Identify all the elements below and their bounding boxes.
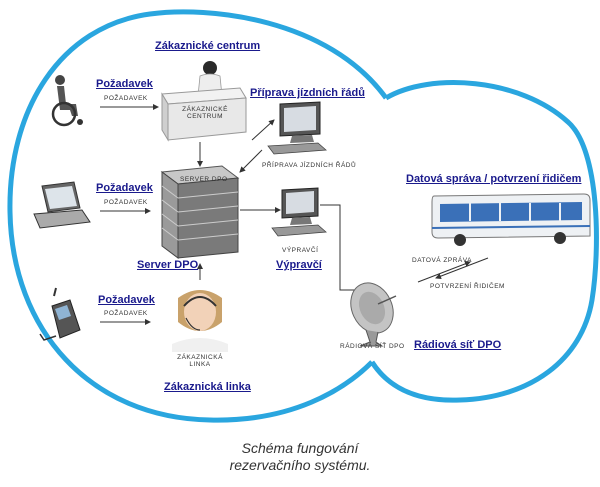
data-report-caption: DATOVÁ ZPRÁVA [412, 257, 472, 264]
server-to-timetable-arrow [251, 119, 275, 141]
timetable-prep-link[interactable]: Příprava jízdních řádů [250, 87, 365, 99]
right-bubble-outline [369, 80, 599, 403]
data-report-arrow [417, 260, 471, 283]
dispatcher-caption: VÝPRAVČÍ [282, 247, 319, 254]
mobile-phone-icon [39, 287, 81, 341]
customer-center-caption-l1: ZÁKAZNICKÉ [182, 106, 228, 113]
timetable-prep-caption: PŘÍPRAVA JÍZDNÍCH ŘÁDŮ [262, 162, 357, 169]
footer-caption-line2: rezervačního systému. [229, 457, 371, 473]
driver-confirm-arrow [435, 257, 489, 280]
customer-line-caption-l1: ZÁKAZNICKÁ [177, 354, 223, 361]
wheelchair-user-icon [51, 75, 83, 127]
request-link-1[interactable]: Požadavek [96, 78, 153, 90]
server-caption: SERVER DPO [180, 176, 228, 183]
radio-network-link[interactable]: Rádiová síť DPO [414, 339, 502, 351]
dispatcher-computer-icon [271, 187, 327, 237]
bus-icon [431, 193, 591, 246]
timetable-computer-icon [267, 101, 327, 155]
dispatcher-to-radio-line [320, 204, 360, 291]
left-bubble-outline [7, 9, 389, 423]
headset-operator-icon [172, 290, 228, 352]
request-caption-1: POŽADAVEK [104, 95, 148, 102]
dispatcher-link[interactable]: Výpravčí [276, 259, 322, 271]
footer-caption: Schéma fungování rezervačního systému. [0, 440, 600, 474]
server-link[interactable]: Server DPO [137, 259, 199, 271]
customer-center-desk-icon [161, 87, 247, 142]
request-link-2[interactable]: Požadavek [96, 182, 153, 194]
driver-confirm-caption: POTVRZENÍ ŘIDIČEM [430, 283, 505, 290]
customer-center-caption-l2: CENTRUM [187, 113, 223, 120]
laptop-icon [33, 181, 91, 229]
request-caption-3: POŽADAVEK [104, 310, 148, 317]
request-caption-2: POŽADAVEK [104, 199, 148, 206]
customer-line-caption-l2: LINKA [189, 361, 211, 368]
customer-center-link[interactable]: Zákaznické centrum [155, 40, 261, 52]
server-rack-icon [160, 165, 240, 259]
request-link-3[interactable]: Požadavek [98, 294, 155, 306]
satellite-dish-icon [350, 282, 397, 347]
customer-center-caption: ZÁKAZNICKÉ CENTRUM [170, 106, 240, 120]
footer-caption-line1: Schéma fungování [241, 440, 359, 456]
customer-line-caption: ZÁKAZNICKÁ LINKA [168, 354, 232, 368]
radio-network-caption: RÁDIOVÁ SÍŤ DPO [340, 343, 405, 350]
data-report-link[interactable]: Datová správa / potvrzení řidičem [406, 173, 582, 185]
customer-line-link[interactable]: Zákaznická linka [164, 381, 251, 393]
timetable-to-server-arrow [239, 149, 263, 173]
